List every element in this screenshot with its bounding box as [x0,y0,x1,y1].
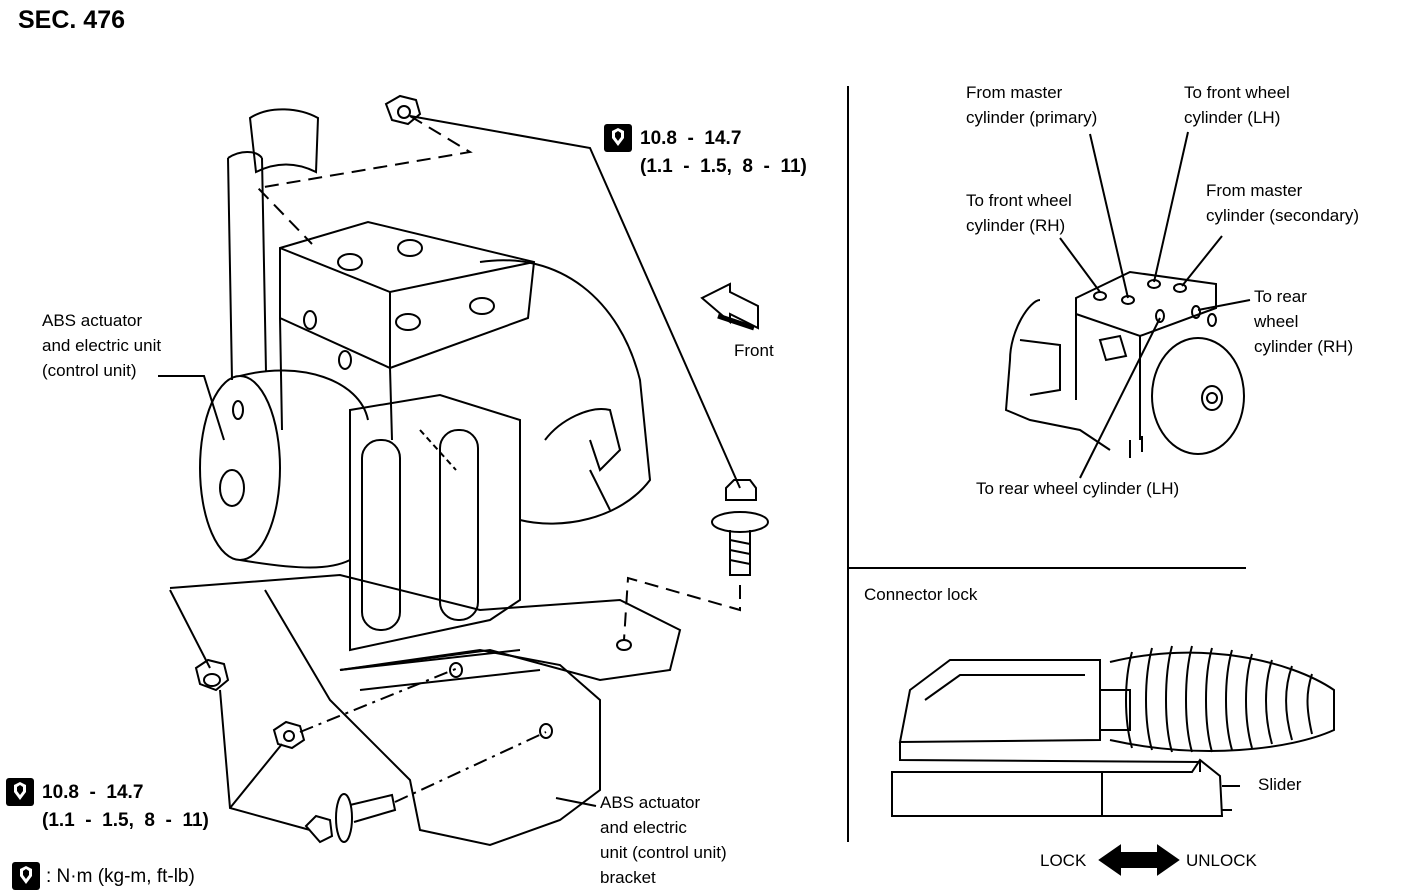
unlock-label: UNLOCK [1186,851,1257,870]
label-to-rear-lh: To rear wheel cylinder (LH) [976,479,1180,498]
torque-wrench-icon [604,124,632,152]
connector-lock-title: Connector lock [864,585,978,604]
torque-wrench-icon [12,862,40,890]
legend-units: : N·m (kg-m, ft-lb) [46,866,195,887]
label-abs-bracket: ABS actuator and electric unit (control … [600,793,727,887]
label-from-master-primary: From master cylinder (primary) [966,83,1098,127]
connector-drawing [891,645,1335,876]
slider-label: Slider [1258,775,1302,794]
bolt-right [711,479,769,576]
front-arrow-icon [700,282,759,331]
section-title: SEC. 476 [18,6,126,34]
lock-unlock-arrow-icon [1098,844,1180,876]
torque-bottom-imperial: (1.1 - 1.5, 8 - 11) [42,810,209,831]
nut-lower [272,720,306,750]
torque-top-imperial: (1.1 - 1.5, 8 - 11) [640,156,807,177]
torque-bottom-nm: 10.8 - 14.7 [42,782,144,803]
label-to-rear-rh: To rear wheel cylinder (RH) [1254,287,1354,356]
nut-top [384,94,422,126]
label-from-master-secondary: From master cylinder (secondary) [1206,181,1360,225]
label-abs-unit: ABS actuator and electric unit (control … [42,311,162,380]
lock-label: LOCK [1040,851,1087,870]
abs-actuator-drawing [158,94,769,847]
tube-ribs [1125,645,1313,753]
label-to-front-rh: To front wheel cylinder (RH) [966,191,1072,235]
front-label: Front [734,341,774,360]
bolt-lower [304,793,397,844]
torque-wrench-icon [6,778,34,806]
label-to-front-lh: To front wheel cylinder (LH) [1184,83,1290,127]
nut-left [194,658,230,692]
port-view-drawing [1004,131,1251,479]
torque-top-nm: 10.8 - 14.7 [640,128,742,149]
